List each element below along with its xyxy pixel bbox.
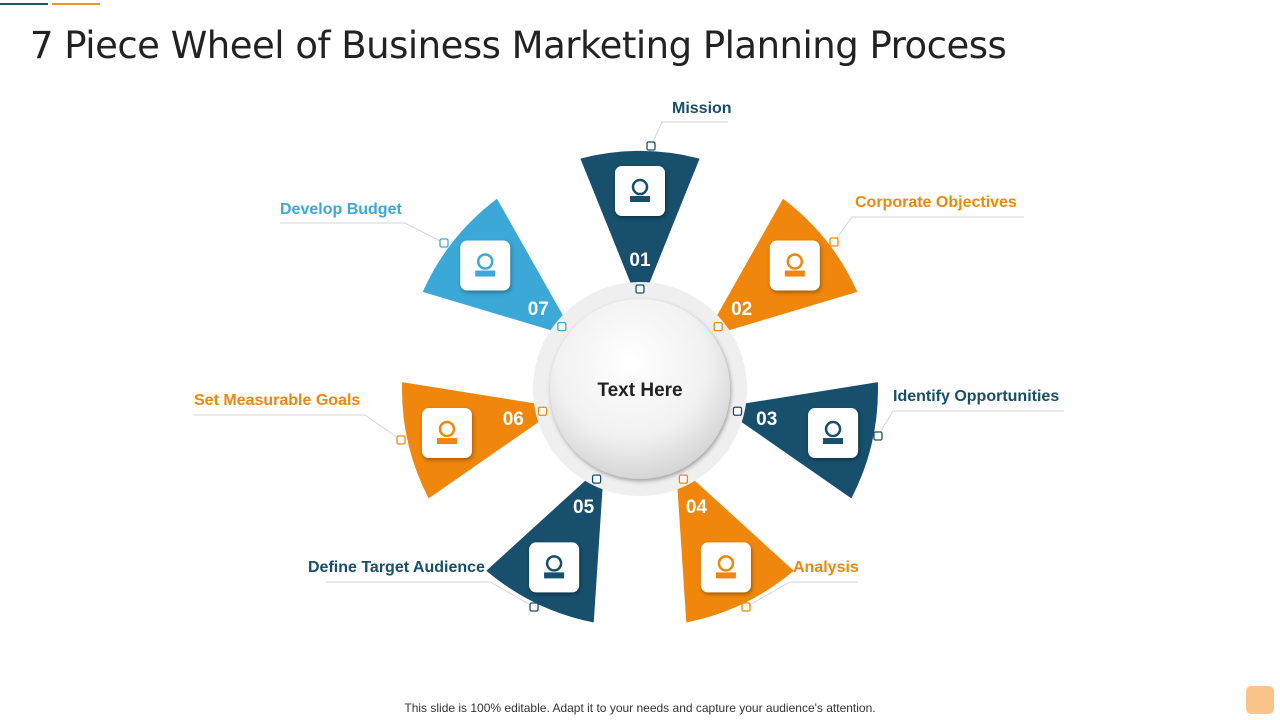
- stairs-flag-icon-base: [630, 196, 650, 202]
- segment-number-05: 05: [573, 497, 595, 518]
- climbing-steps-icon-base: [784, 270, 805, 277]
- connector-line-05: [326, 581, 535, 608]
- icon-tile-02: [769, 240, 820, 291]
- outer-marker-07: [439, 238, 449, 248]
- label-develop-budget: Develop Budget: [280, 201, 402, 218]
- icon-tile-06: [421, 408, 472, 459]
- segment-number-06: 06: [503, 409, 524, 430]
- label-analysis: Analysis: [793, 559, 859, 576]
- segment-number-01: 01: [629, 250, 651, 271]
- outer-marker-03: [873, 431, 883, 441]
- outer-marker-02: [829, 237, 839, 247]
- magnifier-virus-icon-glyph: [824, 420, 842, 438]
- team-goals-icon-base: [436, 438, 457, 445]
- connector-line-03: [877, 410, 1064, 437]
- icon-tile-05: [529, 542, 580, 593]
- climbing-steps-icon-glyph: [786, 253, 804, 270]
- target-audience-icon: [544, 555, 565, 579]
- inner-marker-05: [591, 474, 602, 484]
- inner-marker-03: [732, 406, 743, 416]
- connector-line-02: [833, 216, 1024, 243]
- label-define-target-audience: Define Target Audience: [308, 559, 485, 576]
- label-mission: Mission: [672, 100, 732, 117]
- icon-tile-04: [700, 542, 751, 593]
- segment-number-04: 04: [686, 497, 708, 518]
- connector-line-04: [745, 581, 858, 608]
- corner-badge: [1246, 686, 1274, 714]
- team-goals-icon: [436, 420, 457, 445]
- wedge-01: [580, 151, 700, 295]
- inner-marker-06: [537, 406, 548, 416]
- outer-marker-01: [646, 141, 656, 151]
- analysis-chart-icon-base: [715, 572, 736, 579]
- icon-tile-07: [460, 240, 511, 291]
- page-title: 7 Piece Wheel of Business Marketing Plan…: [30, 24, 1007, 67]
- inner-marker-07: [557, 322, 567, 332]
- connector-line-07: [280, 222, 445, 244]
- target-audience-icon-base: [544, 572, 565, 579]
- team-goals-icon-glyph: [438, 420, 456, 438]
- stairs-flag-icon-glyph: [631, 178, 649, 196]
- analysis-chart-icon-glyph: [717, 555, 735, 572]
- balance-scale-icon-base: [475, 270, 496, 277]
- footer-note: This slide is 100% editable. Adapt it to…: [404, 701, 876, 715]
- center-text: Text Here: [597, 380, 682, 401]
- target-audience-icon-glyph: [545, 555, 563, 572]
- outer-marker-06: [396, 435, 406, 445]
- label-identify-opportunities: Identify Opportunities: [893, 388, 1060, 405]
- label-set-measurable-goals: Set Measurable Goals: [194, 392, 361, 409]
- stairs-flag-icon: [630, 178, 650, 202]
- connector-line-01: [650, 121, 728, 147]
- accent-bar-dark: [0, 3, 48, 5]
- inner-marker-04: [678, 474, 689, 484]
- center-sphere: [550, 299, 730, 479]
- climbing-steps-icon: [784, 253, 805, 277]
- inner-marker-01: [635, 284, 645, 294]
- accent-bar-orange: [52, 3, 100, 5]
- outer-marker-05: [529, 602, 539, 612]
- label-corporate-objectives: Corporate Objectives: [855, 194, 1017, 211]
- analysis-chart-icon: [715, 555, 736, 579]
- segment-number-07: 07: [528, 299, 549, 320]
- inner-marker-02: [713, 322, 723, 332]
- segment-number-02: 02: [731, 299, 752, 320]
- outer-marker-04: [741, 602, 751, 612]
- icon-tile-03: [808, 408, 859, 459]
- connector-line-06: [194, 414, 402, 441]
- balance-scale-icon: [475, 253, 496, 277]
- icon-tile-01: [615, 166, 665, 216]
- magnifier-virus-icon-base: [823, 438, 844, 445]
- balance-scale-icon-glyph: [476, 253, 494, 270]
- magnifier-virus-icon: [823, 420, 844, 445]
- segment-number-03: 03: [756, 409, 777, 430]
